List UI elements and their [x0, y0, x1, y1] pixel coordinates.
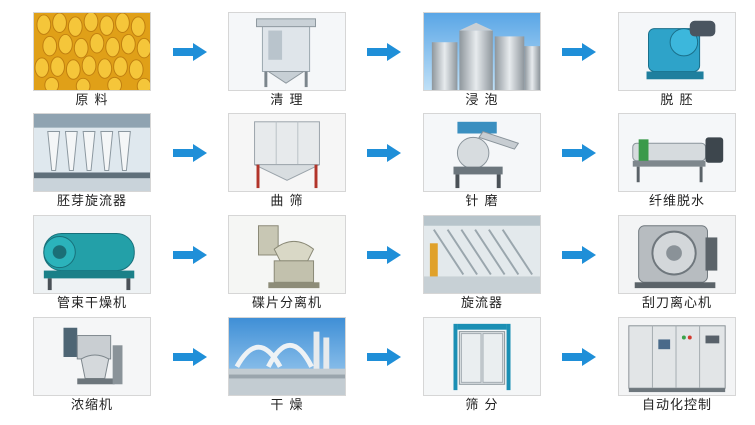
peeler-centrifuge-image	[618, 215, 736, 294]
step-automation-control: 自动化控制	[618, 317, 736, 414]
step-curved-screen: 曲 筛	[228, 113, 346, 210]
corn-kernels-image	[33, 12, 151, 91]
step-hydrocyclone: 旋流器	[423, 215, 541, 312]
pin-mill-image	[423, 113, 541, 192]
step-disc-separator: 碟片分离机	[228, 215, 346, 312]
cleaning-machine-image	[228, 12, 346, 91]
step-germ-hydrocyclone: 胚芽旋流器	[33, 113, 151, 210]
step-label: 脱 胚	[660, 93, 694, 108]
step-label: 清 理	[270, 93, 304, 108]
step-label: 浸 泡	[465, 93, 499, 108]
step-label: 管束干燥机	[56, 296, 127, 311]
flow-arrow-icon	[367, 348, 401, 366]
step-label: 碟片分离机	[251, 296, 322, 311]
flow-arrow-icon	[562, 144, 596, 162]
step-concentrator: 浓缩机	[33, 317, 151, 414]
control-cabinet-image	[618, 317, 736, 396]
step-label: 刮刀离心机	[641, 296, 712, 311]
hydrocyclone-station-image	[423, 215, 541, 294]
step-label: 胚芽旋流器	[56, 194, 127, 209]
step-steeping: 浸 泡	[423, 12, 541, 109]
flow-arrow-icon	[367, 43, 401, 61]
step-label: 纤维脱水	[648, 194, 705, 209]
degerminator-image	[618, 12, 736, 91]
sifter-image	[423, 317, 541, 396]
flow-arrow-icon	[173, 348, 207, 366]
step-raw-material: 原 料	[33, 12, 151, 109]
fiber-dewatering-image	[618, 113, 736, 192]
step-label: 曲 筛	[270, 194, 304, 209]
curved-screen-image	[228, 113, 346, 192]
step-sifting: 筛 分	[423, 317, 541, 414]
flow-arrow-icon	[173, 144, 207, 162]
step-degermination: 脱 胚	[618, 12, 736, 109]
flow-arrow-icon	[173, 43, 207, 61]
germ-hydrocyclone-image	[33, 113, 151, 192]
step-cleaning: 清 理	[228, 12, 346, 109]
disc-separator-image	[228, 215, 346, 294]
flow-arrow-icon	[367, 144, 401, 162]
flow-arrow-icon	[173, 246, 207, 264]
step-label: 干 燥	[270, 398, 304, 413]
step-pin-mill: 针 磨	[423, 113, 541, 210]
step-label: 筛 分	[465, 398, 499, 413]
step-peeler-centrifuge: 刮刀离心机	[618, 215, 736, 312]
step-fiber-dewatering: 纤维脱水	[618, 113, 736, 210]
step-label: 旋流器	[460, 296, 503, 311]
step-label: 针 磨	[465, 194, 499, 209]
tube-bundle-dryer-image	[33, 215, 151, 294]
flow-arrow-icon	[562, 246, 596, 264]
step-label: 自动化控制	[641, 398, 712, 413]
flow-arrow-icon	[562, 348, 596, 366]
step-label: 原 料	[75, 93, 109, 108]
steeping-tanks-image	[423, 12, 541, 91]
concentrator-image	[33, 317, 151, 396]
flash-dryer-image	[228, 317, 346, 396]
step-drying: 干 燥	[228, 317, 346, 414]
flow-arrow-icon	[562, 43, 596, 61]
step-tube-bundle-dryer: 管束干燥机	[33, 215, 151, 312]
step-label: 浓缩机	[70, 398, 113, 413]
flow-arrow-icon	[367, 246, 401, 264]
